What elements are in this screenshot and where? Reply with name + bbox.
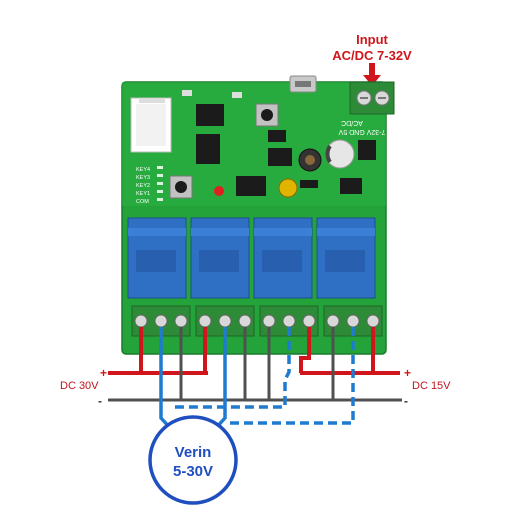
right-plus: + bbox=[404, 366, 411, 380]
negative-wires bbox=[179, 327, 335, 400]
actuator-name: Verin bbox=[175, 444, 212, 461]
relay-4 bbox=[316, 217, 376, 299]
right-minus: - bbox=[404, 394, 408, 408]
chip-3 bbox=[236, 176, 266, 196]
input-label: Input bbox=[356, 32, 388, 47]
button-2 bbox=[169, 175, 193, 199]
left-minus: - bbox=[98, 394, 102, 408]
relay-1 bbox=[127, 217, 187, 299]
relay-2 bbox=[190, 217, 250, 299]
silk-voltage: 7-32V GND 5V bbox=[338, 128, 385, 135]
input-terminal-block bbox=[349, 81, 395, 115]
positive-wires bbox=[139, 327, 375, 373]
left-supply: + - DC 30V bbox=[60, 366, 270, 408]
actuator-dashed-wires bbox=[172, 327, 355, 425]
capacitor-1 bbox=[325, 139, 355, 169]
key-labels: KEY4 KEY3 KEY2 KEY1 COM bbox=[136, 167, 150, 205]
actuator-ring bbox=[148, 415, 238, 505]
left-supply-label: DC 30V bbox=[60, 380, 99, 392]
actuator: Verin 5-30V bbox=[148, 415, 238, 505]
chip-4 bbox=[268, 148, 292, 166]
left-plus: + bbox=[100, 366, 107, 380]
key-label: KEY3 bbox=[136, 175, 150, 181]
led bbox=[214, 186, 224, 196]
key-label: KEY1 bbox=[136, 191, 150, 197]
key-label: COM bbox=[136, 199, 149, 205]
chip-2 bbox=[196, 134, 220, 164]
chip-1 bbox=[196, 104, 224, 126]
right-supply-label: DC 15V bbox=[412, 380, 451, 392]
silk-acdc: AC/DC bbox=[341, 119, 363, 126]
key-label: KEY4 bbox=[136, 167, 150, 173]
input-spec: AC/DC 7-32V bbox=[332, 48, 412, 63]
button-1 bbox=[255, 103, 279, 127]
actuator-range: 5-30V bbox=[173, 463, 213, 480]
key-label: KEY2 bbox=[136, 183, 150, 189]
right-supply: + - DC 15V bbox=[270, 366, 451, 408]
relay-board: 7-32V GND 5V AC/DC bbox=[121, 75, 395, 355]
capacitor-2 bbox=[278, 178, 298, 198]
input-arrow-icon bbox=[363, 63, 381, 86]
relay-3 bbox=[253, 217, 313, 299]
